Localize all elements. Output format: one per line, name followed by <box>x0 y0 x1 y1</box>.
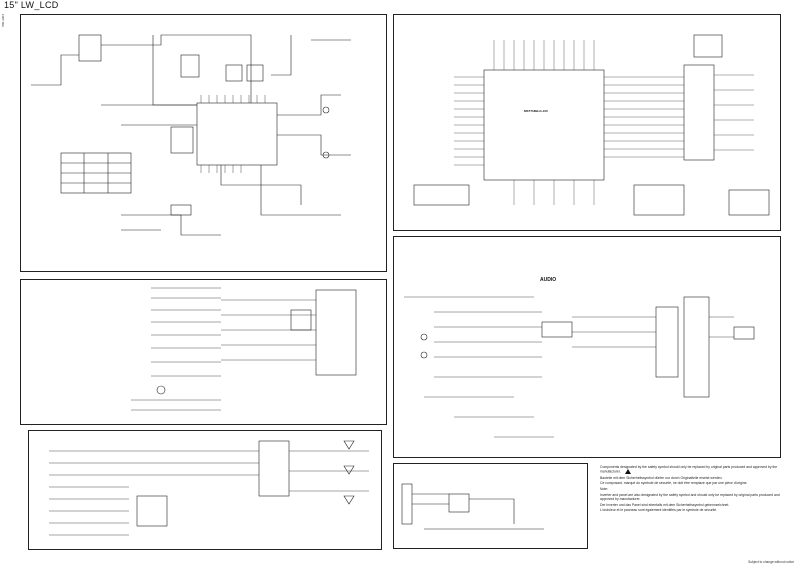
inverter-panel <box>393 463 588 549</box>
power-panel <box>20 14 387 272</box>
side-code: 880-3004 <box>1 14 5 27</box>
video-input-panel <box>20 279 387 425</box>
notes-block: Components designated by the safety symb… <box>600 465 790 514</box>
power-schematic <box>31 34 351 236</box>
page-title: 15" LW_LCD <box>4 0 59 10</box>
audio-panel: AUDIO <box>393 236 781 458</box>
vga-input-panel <box>28 430 382 550</box>
inverter-schematic <box>401 483 544 530</box>
safety-note-de: Bauteile mit dem Sicherheitssymbol dürfe… <box>600 475 723 480</box>
mcu-panel: MST718BLG-100 <box>393 14 781 231</box>
safety-note-fr: Ce composant, marqué du symbole de sécur… <box>600 481 748 486</box>
safety-note-en: Components designated by the safety symb… <box>600 465 778 475</box>
note-fr: L'onduleur et le panneau sont également … <box>600 508 718 513</box>
mcu-schematic <box>413 34 770 216</box>
note-en: Inverter and panel are also designated b… <box>600 492 780 502</box>
audio-schematic <box>404 296 755 438</box>
vga-input-schematic <box>49 440 369 536</box>
mcu-chip-label: MST718BLG-100 <box>524 109 548 113</box>
warning-icon <box>624 469 631 475</box>
video-input-schematic <box>131 287 357 411</box>
note-heading: Note: <box>600 487 609 492</box>
footer-text: Subject to change without notice <box>748 560 794 564</box>
note-de: Der Inverter und das Panel sind ebenfall… <box>600 502 730 507</box>
audio-label: AUDIO <box>540 277 557 283</box>
